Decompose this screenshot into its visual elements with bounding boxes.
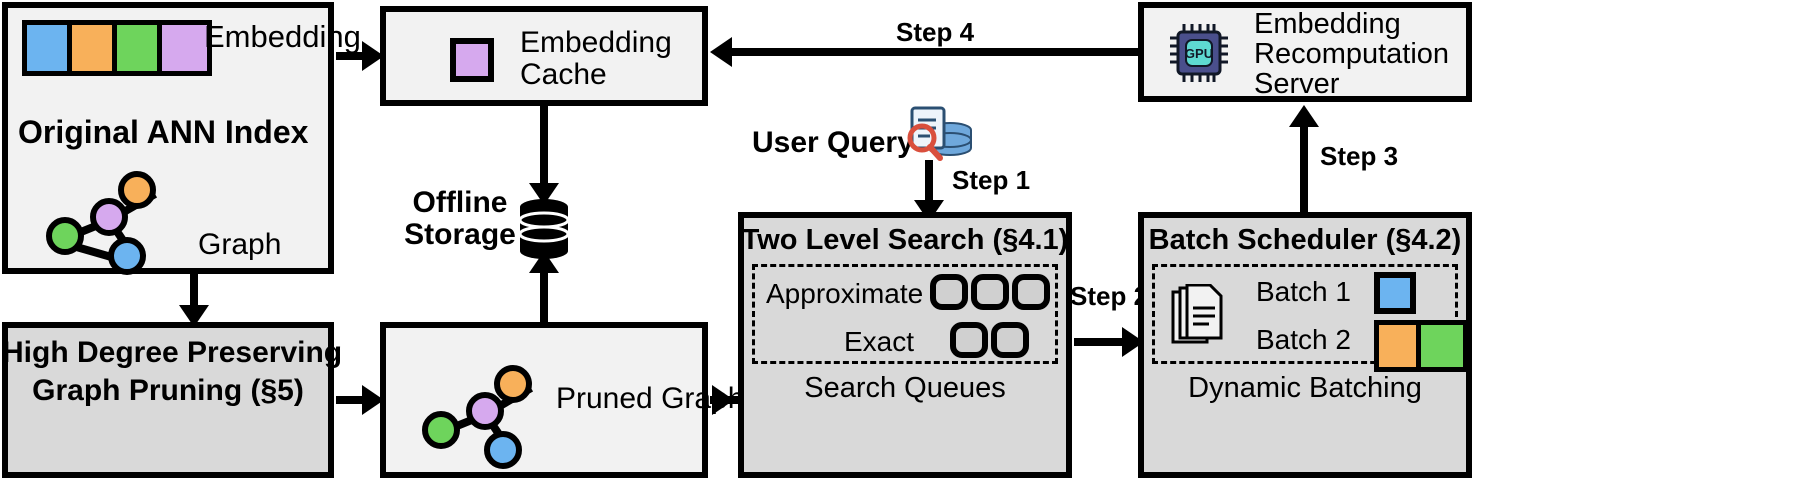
embedding-label: Embedding [204,19,361,54]
embedding-swatch-orange [72,25,117,71]
queue-slot-approx-3[interactable] [1012,274,1050,310]
dynamic-batching-dashed-region [1152,264,1458,364]
graph-node-purple [90,198,128,236]
step4-label: Step 4 [896,17,975,47]
graph-pruning-line2: Graph Pruning (§5) [32,374,304,407]
step3-label: Step 3 [1320,141,1399,171]
embedding-cache-box [380,6,708,106]
graph-node-orange [118,171,156,209]
graph-pruning-line1: High Degree Preserving [2,336,343,369]
search-queues-dashed-region [752,264,1058,364]
embedding-cache-line2: Cache [520,58,607,91]
batch-2-swatch-orange [1379,325,1421,367]
embedding-swatch-green [117,25,162,71]
arrow-index-to-cache-head [362,41,384,71]
arrow-step3-head [1289,105,1319,127]
queue-slot-exact-1[interactable] [950,322,988,358]
search-row-approximate-label: Approximate [766,278,924,309]
embedding-cache-line1: Embedding [520,26,672,59]
pruned-node-purple [466,392,504,430]
batch-scheduler-title: Batch Scheduler (§4.2) [1148,224,1462,256]
pruned-graph-box [380,322,708,478]
pruned-node-orange [494,365,532,403]
arrow-index-to-pruning-head [179,305,209,327]
documents-icon [1168,284,1224,350]
batch-1-label: Batch 1 [1256,276,1351,307]
two-level-search-title: Two Level Search (§4.1) [741,224,1069,256]
svg-text:GPU: GPU [1185,46,1213,61]
graph-label: Graph [198,228,282,261]
offline-storage-line1: Offline [412,186,508,219]
pruned-node-blue [484,431,522,469]
graph-node-blue [108,237,146,275]
arrow-step1-line [925,160,933,208]
dynamic-batching-footer: Dynamic Batching [1188,372,1422,404]
arrow-pruned-to-storage-head [529,251,559,273]
queue-slot-approx-1[interactable] [930,274,968,310]
offline-storage-line2: Storage [404,218,516,251]
embedding-swatch-strip [22,20,212,76]
arrow-pruning-to-pruned-head [362,385,384,415]
pruned-node-green [422,411,460,449]
embedding-swatch-blue [27,25,72,71]
search-database-icon [900,104,974,166]
arrow-index-to-cache-line [336,52,366,60]
recomputation-server-line2: Recomputation [1254,38,1450,70]
batch-scheduler-box [1138,212,1472,478]
recomputation-server-line3: Server [1254,68,1340,100]
step1-label: Step 1 [952,165,1031,195]
arrow-step4-head [710,37,732,67]
step2-label: Step 2 [1070,281,1149,311]
arrow-cache-to-storage-line [540,106,548,186]
arrow-index-to-pruning-line [190,274,198,308]
batch-2-label: Batch 2 [1256,324,1351,355]
embedding-swatch-purple [162,25,207,71]
original-ann-index-title: Original ANN Index [18,114,309,150]
arrow-step4-line [730,48,1140,56]
arrow-step2-line [1074,338,1150,346]
search-queues-footer: Search Queues [804,372,1006,404]
graph-pruning-box [2,322,334,478]
user-query-label: User Query [752,126,914,159]
embedding-cache-icon [450,38,494,82]
queue-slot-exact-2[interactable] [991,322,1029,358]
graph-node-green [46,217,84,255]
search-row-exact-label: Exact [844,326,915,357]
queue-slot-approx-2[interactable] [971,274,1009,310]
arrow-pruning-to-pruned-line [336,396,366,404]
batch-2-swatch-strip [1374,320,1468,372]
arrow-pruned-to-storage-line [540,268,548,330]
arrow-pruned-to-search-head [712,385,734,415]
batch-1-swatch-blue [1374,272,1416,314]
batch-2-swatch-green [1421,325,1463,367]
recomputation-server-line1: Embedding [1254,8,1401,40]
arrow-step3-line [1300,122,1308,212]
database-icon [518,198,570,260]
gpu-icon: GPU [1168,22,1230,84]
